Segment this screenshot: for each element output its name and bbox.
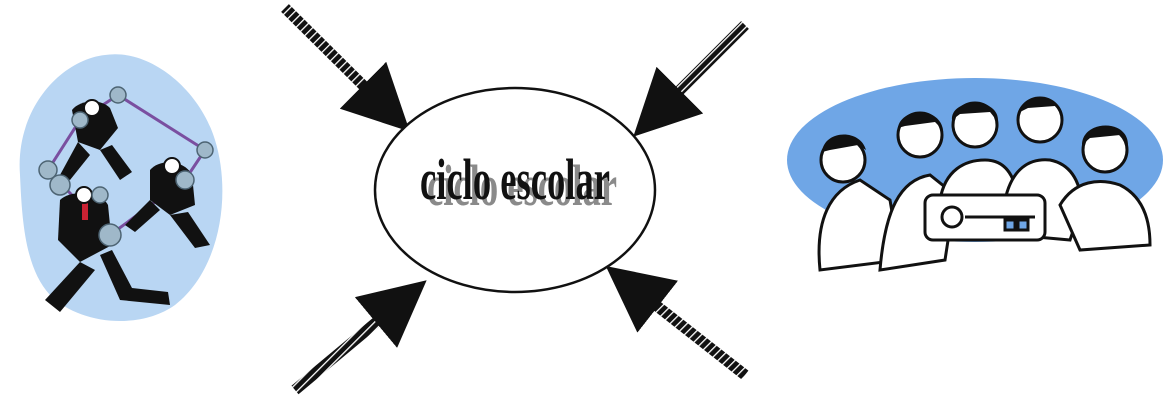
center-label: ciclo escolar [420,147,610,212]
center-node: ciclo escolar ciclo escolar [375,88,655,292]
arrow-top-left [285,8,388,110]
key-icon [925,195,1045,240]
arrow-bottom-left [295,300,403,390]
team-holding-key-illustration [787,78,1163,270]
businessmen-network-illustration [20,54,223,321]
arrow-bottom-right [630,285,745,375]
arrow-top-right [655,25,745,115]
